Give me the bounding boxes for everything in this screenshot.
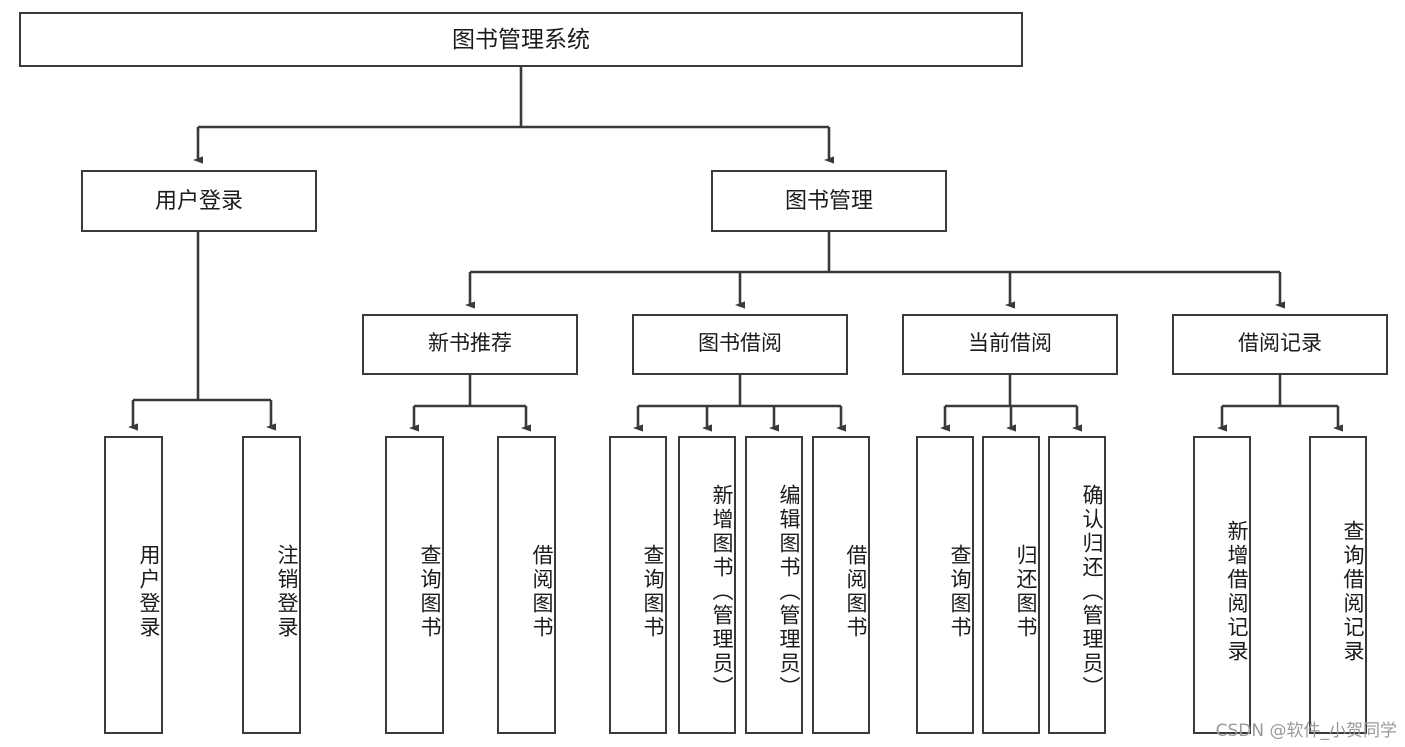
node-label: 图书管理系统 — [452, 26, 590, 53]
leaf-recommend-query-book[interactable]: 查询图书 — [385, 436, 444, 734]
node-label: 查询借阅记录 — [1341, 520, 1364, 664]
node-borrow-record[interactable]: 借阅记录 — [1172, 314, 1388, 375]
node-book-management[interactable]: 图书管理 — [711, 170, 947, 232]
node-label: 新书推荐 — [428, 332, 512, 356]
node-label: 借阅图书 — [530, 544, 553, 640]
node-label: 查询图书 — [948, 544, 971, 640]
node-label: 新增借阅记录 — [1225, 520, 1248, 664]
node-book-borrow[interactable]: 图书借阅 — [632, 314, 848, 375]
node-label: 查询图书 — [641, 544, 664, 640]
node-label: 图书管理 — [784, 188, 873, 214]
node-root-library-system[interactable]: 图书管理系统 — [19, 12, 1023, 67]
node-label: 归还图书 — [1014, 544, 1037, 640]
node-user-login[interactable]: 用户登录 — [81, 170, 317, 232]
leaf-borrow-query-book[interactable]: 查询图书 — [609, 436, 667, 734]
leaf-current-return-book[interactable]: 归还图书 — [982, 436, 1040, 734]
leaf-record-add-borrow-record[interactable]: 新增借阅记录 — [1193, 436, 1251, 734]
node-label: 确认归还（管理员） — [1080, 484, 1103, 700]
node-label: 用户登录 — [137, 544, 160, 640]
leaf-current-query-book[interactable]: 查询图书 — [916, 436, 974, 734]
leaf-borrow-add-book-admin[interactable]: 新增图书（管理员） — [678, 436, 736, 734]
leaf-borrow-borrow-book[interactable]: 借阅图书 — [812, 436, 870, 734]
leaf-user-login[interactable]: 用户登录 — [104, 436, 163, 734]
leaf-current-confirm-return-admin[interactable]: 确认归还（管理员） — [1048, 436, 1106, 734]
node-label: 借阅记录 — [1238, 332, 1322, 356]
node-label: 图书借阅 — [698, 332, 782, 356]
node-label: 用户登录 — [154, 188, 243, 214]
leaf-user-logout[interactable]: 注销登录 — [242, 436, 301, 734]
node-label: 注销登录 — [275, 544, 298, 640]
node-label: 借阅图书 — [844, 544, 867, 640]
leaf-recommend-borrow-book[interactable]: 借阅图书 — [497, 436, 556, 734]
leaf-borrow-edit-book-admin[interactable]: 编辑图书（管理员） — [745, 436, 803, 734]
node-label: 编辑图书（管理员） — [777, 484, 800, 700]
node-label: 新增图书（管理员） — [710, 484, 733, 700]
node-new-book-recommend[interactable]: 新书推荐 — [362, 314, 578, 375]
csdn-watermark: CSDN @软件_小贺同学 — [1215, 721, 1397, 741]
node-label: 当前借阅 — [968, 332, 1052, 356]
node-current-borrow[interactable]: 当前借阅 — [902, 314, 1118, 375]
node-label: 查询图书 — [418, 544, 441, 640]
leaf-record-query-borrow-record[interactable]: 查询借阅记录 — [1309, 436, 1367, 734]
